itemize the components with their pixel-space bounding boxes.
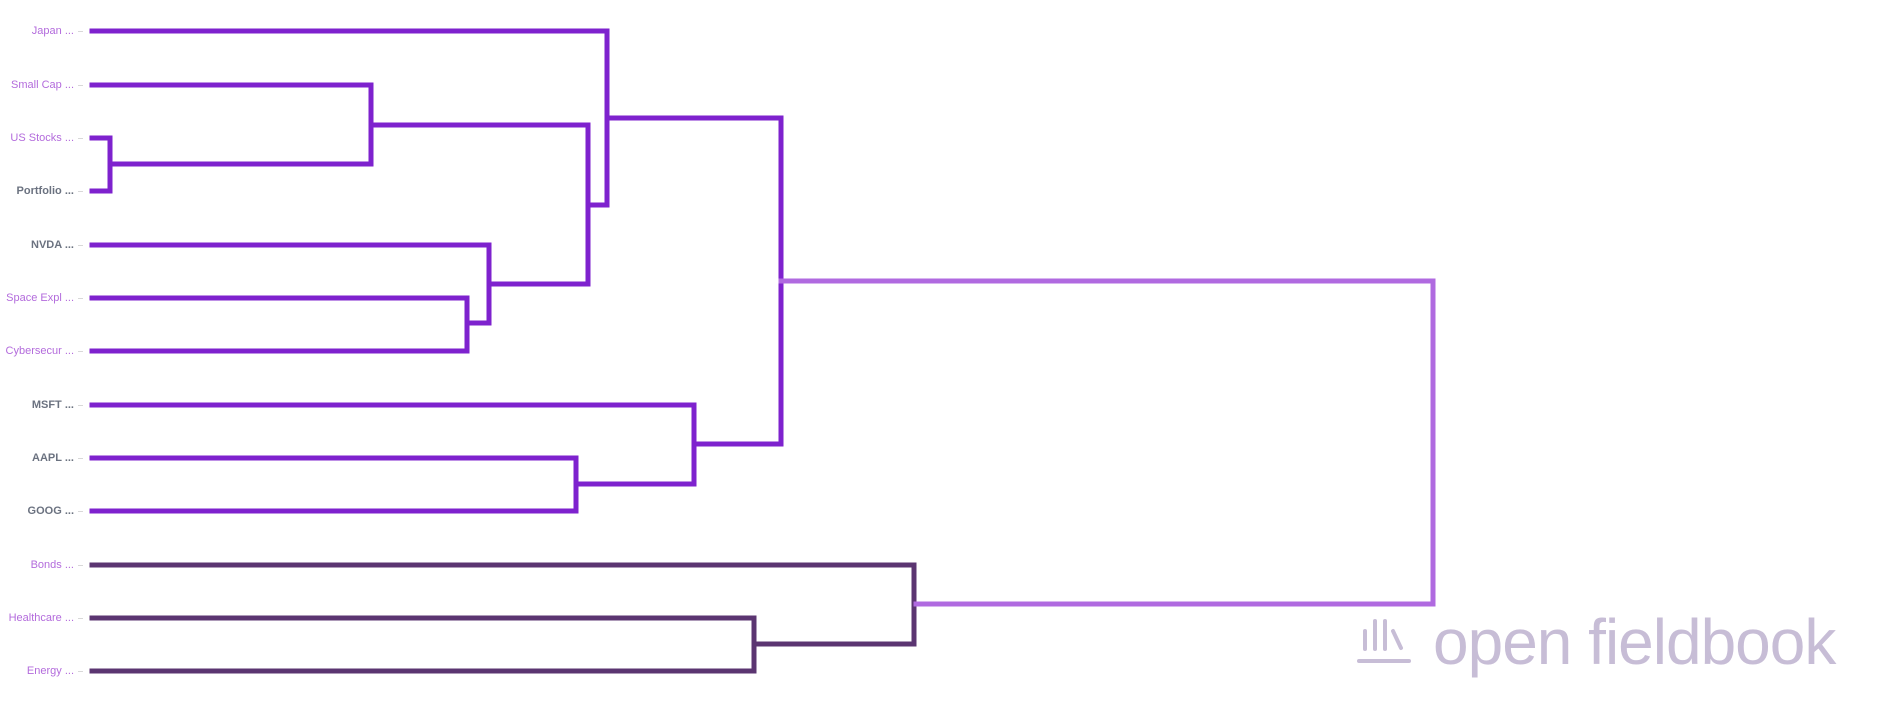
leaf-label: Bonds ... — [30, 559, 74, 571]
leaf-label: Energy ... — [26, 665, 74, 677]
leaf-label: GOOG ... — [27, 505, 74, 517]
leaf-label: Small Cap ... — [11, 79, 74, 91]
leaf-tick — [78, 511, 83, 512]
leaf-tick — [78, 85, 83, 86]
root-link — [778, 278, 1436, 607]
leaf-label: Healthcare ... — [8, 612, 74, 624]
cluster-dark — [89, 562, 917, 674]
leaf-tick — [78, 31, 83, 32]
leaf-label: MSFT ... — [31, 399, 74, 411]
leaf-label: Space Expl ... — [6, 292, 74, 304]
leaf-label: Japan ... — [31, 25, 74, 37]
watermark: open fieldbook — [1355, 605, 1836, 679]
leaf-label: Cybersecur ... — [5, 345, 74, 357]
watermark-text: open fieldbook — [1433, 606, 1836, 678]
leaf-tick — [78, 138, 83, 139]
leaf-label: US Stocks ... — [10, 132, 74, 144]
leaf-label: AAPL ... — [32, 452, 74, 464]
leaf-tick — [78, 405, 83, 406]
leaf-tick — [78, 351, 83, 352]
leaf-label: Portfolio ... — [16, 185, 74, 197]
leaf-tick — [78, 458, 83, 459]
leaf-label: NVDA ... — [31, 239, 74, 251]
leaf-tick — [78, 671, 83, 672]
leaf-tick — [78, 245, 83, 246]
bar-chart-icon — [1357, 619, 1411, 663]
leaf-tick — [78, 191, 83, 192]
leaf-tick — [78, 565, 83, 566]
leaf-tick — [78, 618, 83, 619]
leaf-tick — [78, 298, 83, 299]
cluster-purple — [89, 28, 784, 514]
